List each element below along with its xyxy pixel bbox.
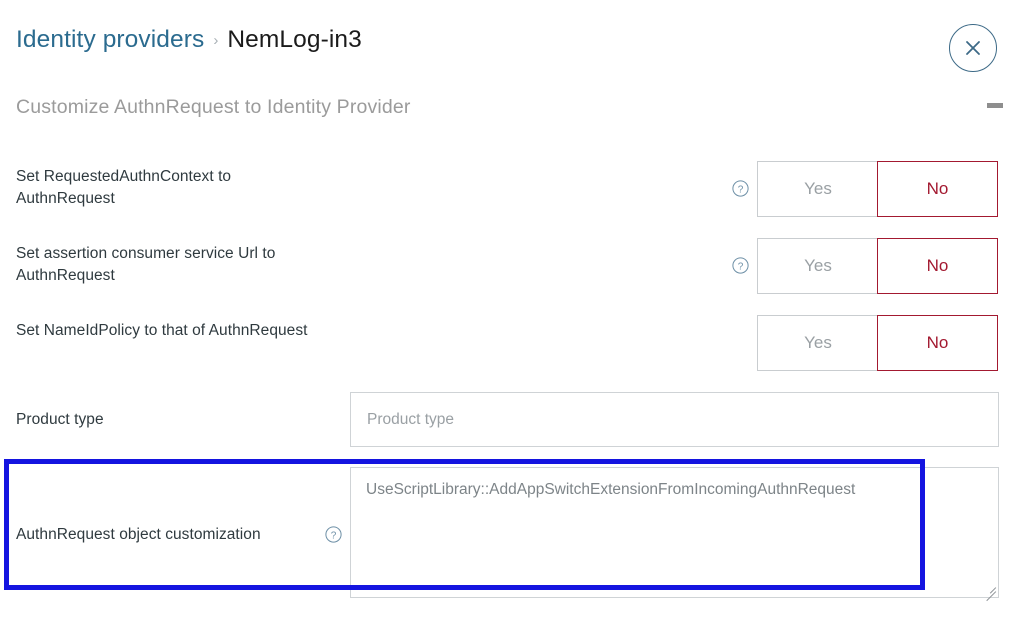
svg-text:?: ? — [738, 184, 744, 195]
help-icon-assertion-consumer-service-url[interactable]: ? — [732, 257, 749, 274]
close-icon — [962, 37, 984, 59]
row-label-product-type: Product type — [16, 411, 104, 428]
toggle-group-requested-authn-context: Yes No — [757, 161, 998, 217]
toggle-option-yes[interactable]: Yes — [757, 315, 878, 371]
toggle-group-nameidpolicy: Yes No — [757, 315, 998, 371]
breadcrumb-link-identity-providers[interactable]: Identity providers — [16, 26, 205, 53]
row-label-nameidpolicy: Set NameIdPolicy to that of AuthnRequest — [16, 322, 308, 339]
toggle-option-no[interactable]: No — [877, 238, 998, 294]
toggle-option-yes[interactable]: Yes — [757, 161, 878, 217]
toggle-option-no[interactable]: No — [877, 161, 998, 217]
close-button[interactable] — [949, 24, 997, 72]
authnrequest-customization-textarea[interactable] — [350, 467, 999, 598]
collapse-section-button[interactable] — [987, 103, 1003, 108]
help-icon-authnrequest-object-customization[interactable]: ? — [325, 526, 342, 543]
toggle-option-no[interactable]: No — [877, 315, 998, 371]
product-type-input[interactable] — [350, 392, 999, 447]
breadcrumb: Identity providers › NemLog-in3 — [16, 26, 362, 54]
row-label-assertion-consumer-service-url: Set assertion consumer service Url to Au… — [16, 245, 276, 284]
authnrequest-customization-field — [350, 467, 999, 601]
toggle-option-yes[interactable]: Yes — [757, 238, 878, 294]
toggle-group-assertion-consumer-service-url: Yes No — [757, 238, 998, 294]
help-icon-requested-authn-context[interactable]: ? — [732, 180, 749, 197]
svg-text:?: ? — [738, 261, 744, 272]
chevron-right-icon: › — [213, 32, 219, 49]
row-label-authnrequest-object-customization: AuthnRequest object customization — [16, 526, 261, 543]
svg-text:?: ? — [331, 530, 337, 541]
row-label-requested-authn-context: Set RequestedAuthnContext to AuthnReques… — [16, 168, 232, 207]
page-title: NemLog-in3 — [227, 26, 362, 53]
section-title: Customize AuthnRequest to Identity Provi… — [16, 96, 411, 118]
